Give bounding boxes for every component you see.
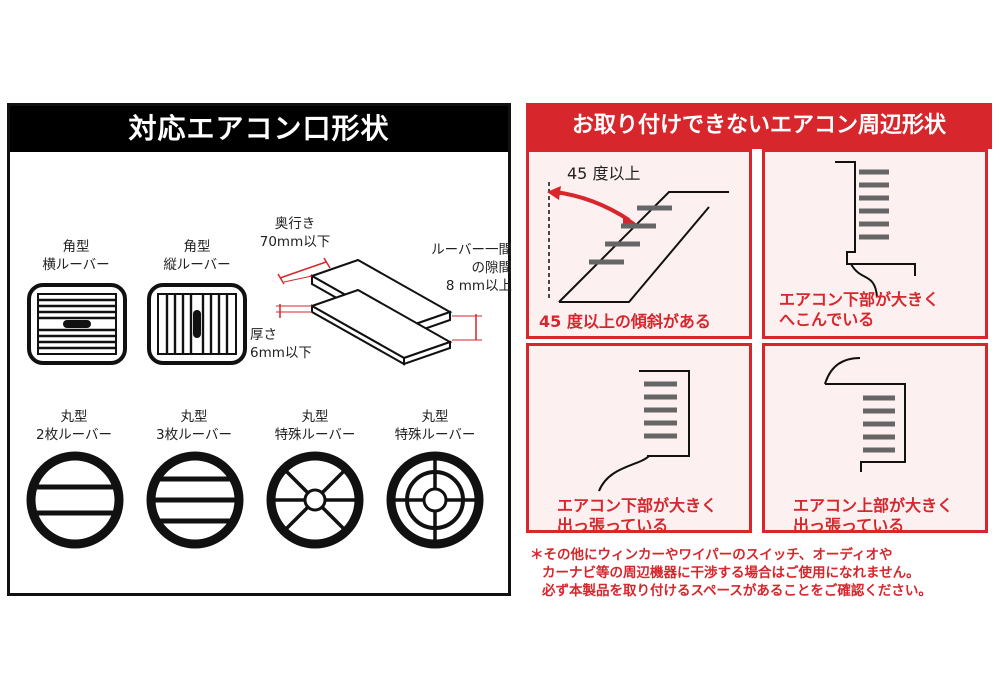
lower-protruding-icon — [598, 370, 690, 492]
cell-4-caption: エアコン上部が大きく出っ張っている — [793, 496, 954, 535]
vent-label-5: 丸型特殊ルーバー — [274, 409, 356, 443]
cell-3-caption: エアコン下部が大きく出っ張っている — [557, 496, 718, 535]
note-line-2: カーナビ等の周辺機器に干渉する場合はご使用になれません。 — [542, 565, 920, 581]
vent-label-1: 角型横ルーバー — [42, 239, 110, 273]
round-2-louver-icon — [26, 451, 124, 549]
cell-lower-protruding: エアコン下部が大きく出っ張っている — [526, 343, 752, 535]
compatible-vents-title: 対応エアコン口形状 — [10, 106, 508, 152]
note-line-1: ＊その他にウィンカーやワイパーのスイッチ、オーディオや — [530, 547, 893, 563]
round-special-louver-icon — [266, 451, 364, 549]
louver-dimension-icon — [276, 257, 482, 366]
incompatible-shapes-panel: お取り付けできないエアコン周辺形状 45 度以上 45 度以上の傾斜がある — [526, 103, 992, 599]
note-line-3: 必ず本製品を取り付けるスペースがあることをご確認ください。 — [542, 583, 932, 599]
cell-incline: 45 度以上 45 度以上の傾斜がある — [526, 149, 752, 339]
cell-lower-recessed: エアコン下部が大きくへこんでいる — [762, 149, 988, 339]
incline-icon — [547, 182, 729, 303]
vent-label-2: 角型縦ルーバー — [163, 239, 231, 273]
square-horizontal-louver-icon — [27, 283, 127, 365]
incompatible-shapes-title: お取り付けできないエアコン周辺形状 — [526, 103, 992, 149]
cell-1-caption: 45 度以上の傾斜がある — [539, 312, 711, 331]
angle-label: 45 度以上 — [567, 164, 641, 183]
round-3-louver-icon — [146, 451, 244, 549]
round-special-louver-2-icon — [386, 451, 484, 549]
cell-upper-protruding: エアコン上部が大きく出っ張っている — [762, 343, 988, 535]
upper-protruding-icon — [824, 357, 906, 472]
lower-recessed-icon — [835, 161, 916, 298]
square-vertical-louver-icon — [147, 283, 247, 365]
vent-label-6: 丸型特殊ルーバー — [394, 409, 476, 443]
cell-2-caption: エアコン下部が大きくへこんでいる — [779, 290, 940, 329]
usage-note: ＊その他にウィンカーやワイパーのスイッチ、オーディオや カーナビ等の周辺機器に干… — [530, 546, 996, 600]
